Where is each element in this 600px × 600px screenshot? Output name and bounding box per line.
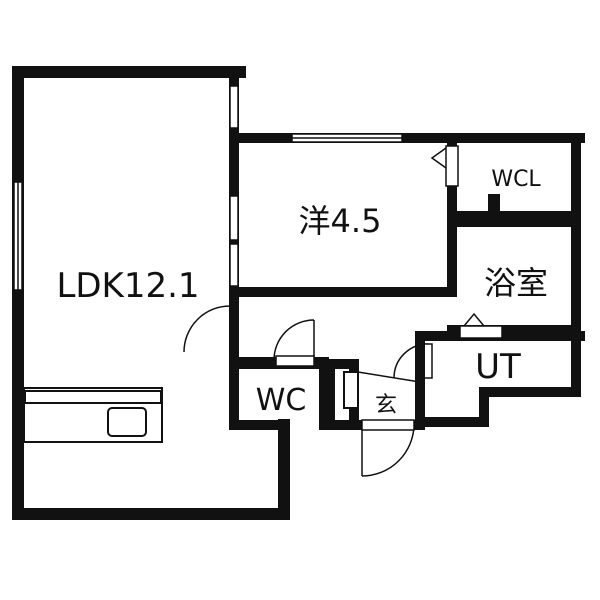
ldk-label: LDK12.1 [56,266,199,306]
western-room: 洋4.5 [229,133,585,297]
wcl-door-leaf [488,194,500,212]
western-room-inner-window-1 [229,195,239,241]
kitchen-sink [107,407,147,437]
western-room-door-marker [430,147,447,169]
ldk-right-window [229,85,239,129]
kitchen-counter-top-inner [26,392,160,402]
western-room-label: 洋4.5 [299,202,382,240]
entrance-walls [325,359,359,430]
shoe-cabinet [343,371,359,409]
wc-door-opening [275,355,315,367]
ut-door-opening [459,325,503,339]
entrance-door-opening [361,419,415,431]
ut-room: UT [393,325,585,427]
bath-label: 浴室 [484,264,548,302]
wc-room: WC [229,319,329,430]
western-room-inner-window-2 [229,243,239,287]
wcl-door-opening [445,145,459,187]
ldk-outer-wall [12,66,290,520]
ut-label: UT [475,347,521,387]
entrance-label: 玄 [375,393,397,418]
wcl-room: WCL [445,133,581,397]
bath-door-marker [463,312,485,327]
wcl-label: WCL [491,167,541,192]
ldk-door [183,305,231,353]
wc-label: WC [256,383,307,418]
ut-door-jamb [423,343,433,379]
entrance-step-line [357,371,421,383]
entrance: 玄 [325,359,421,477]
entrance-door [361,423,415,477]
